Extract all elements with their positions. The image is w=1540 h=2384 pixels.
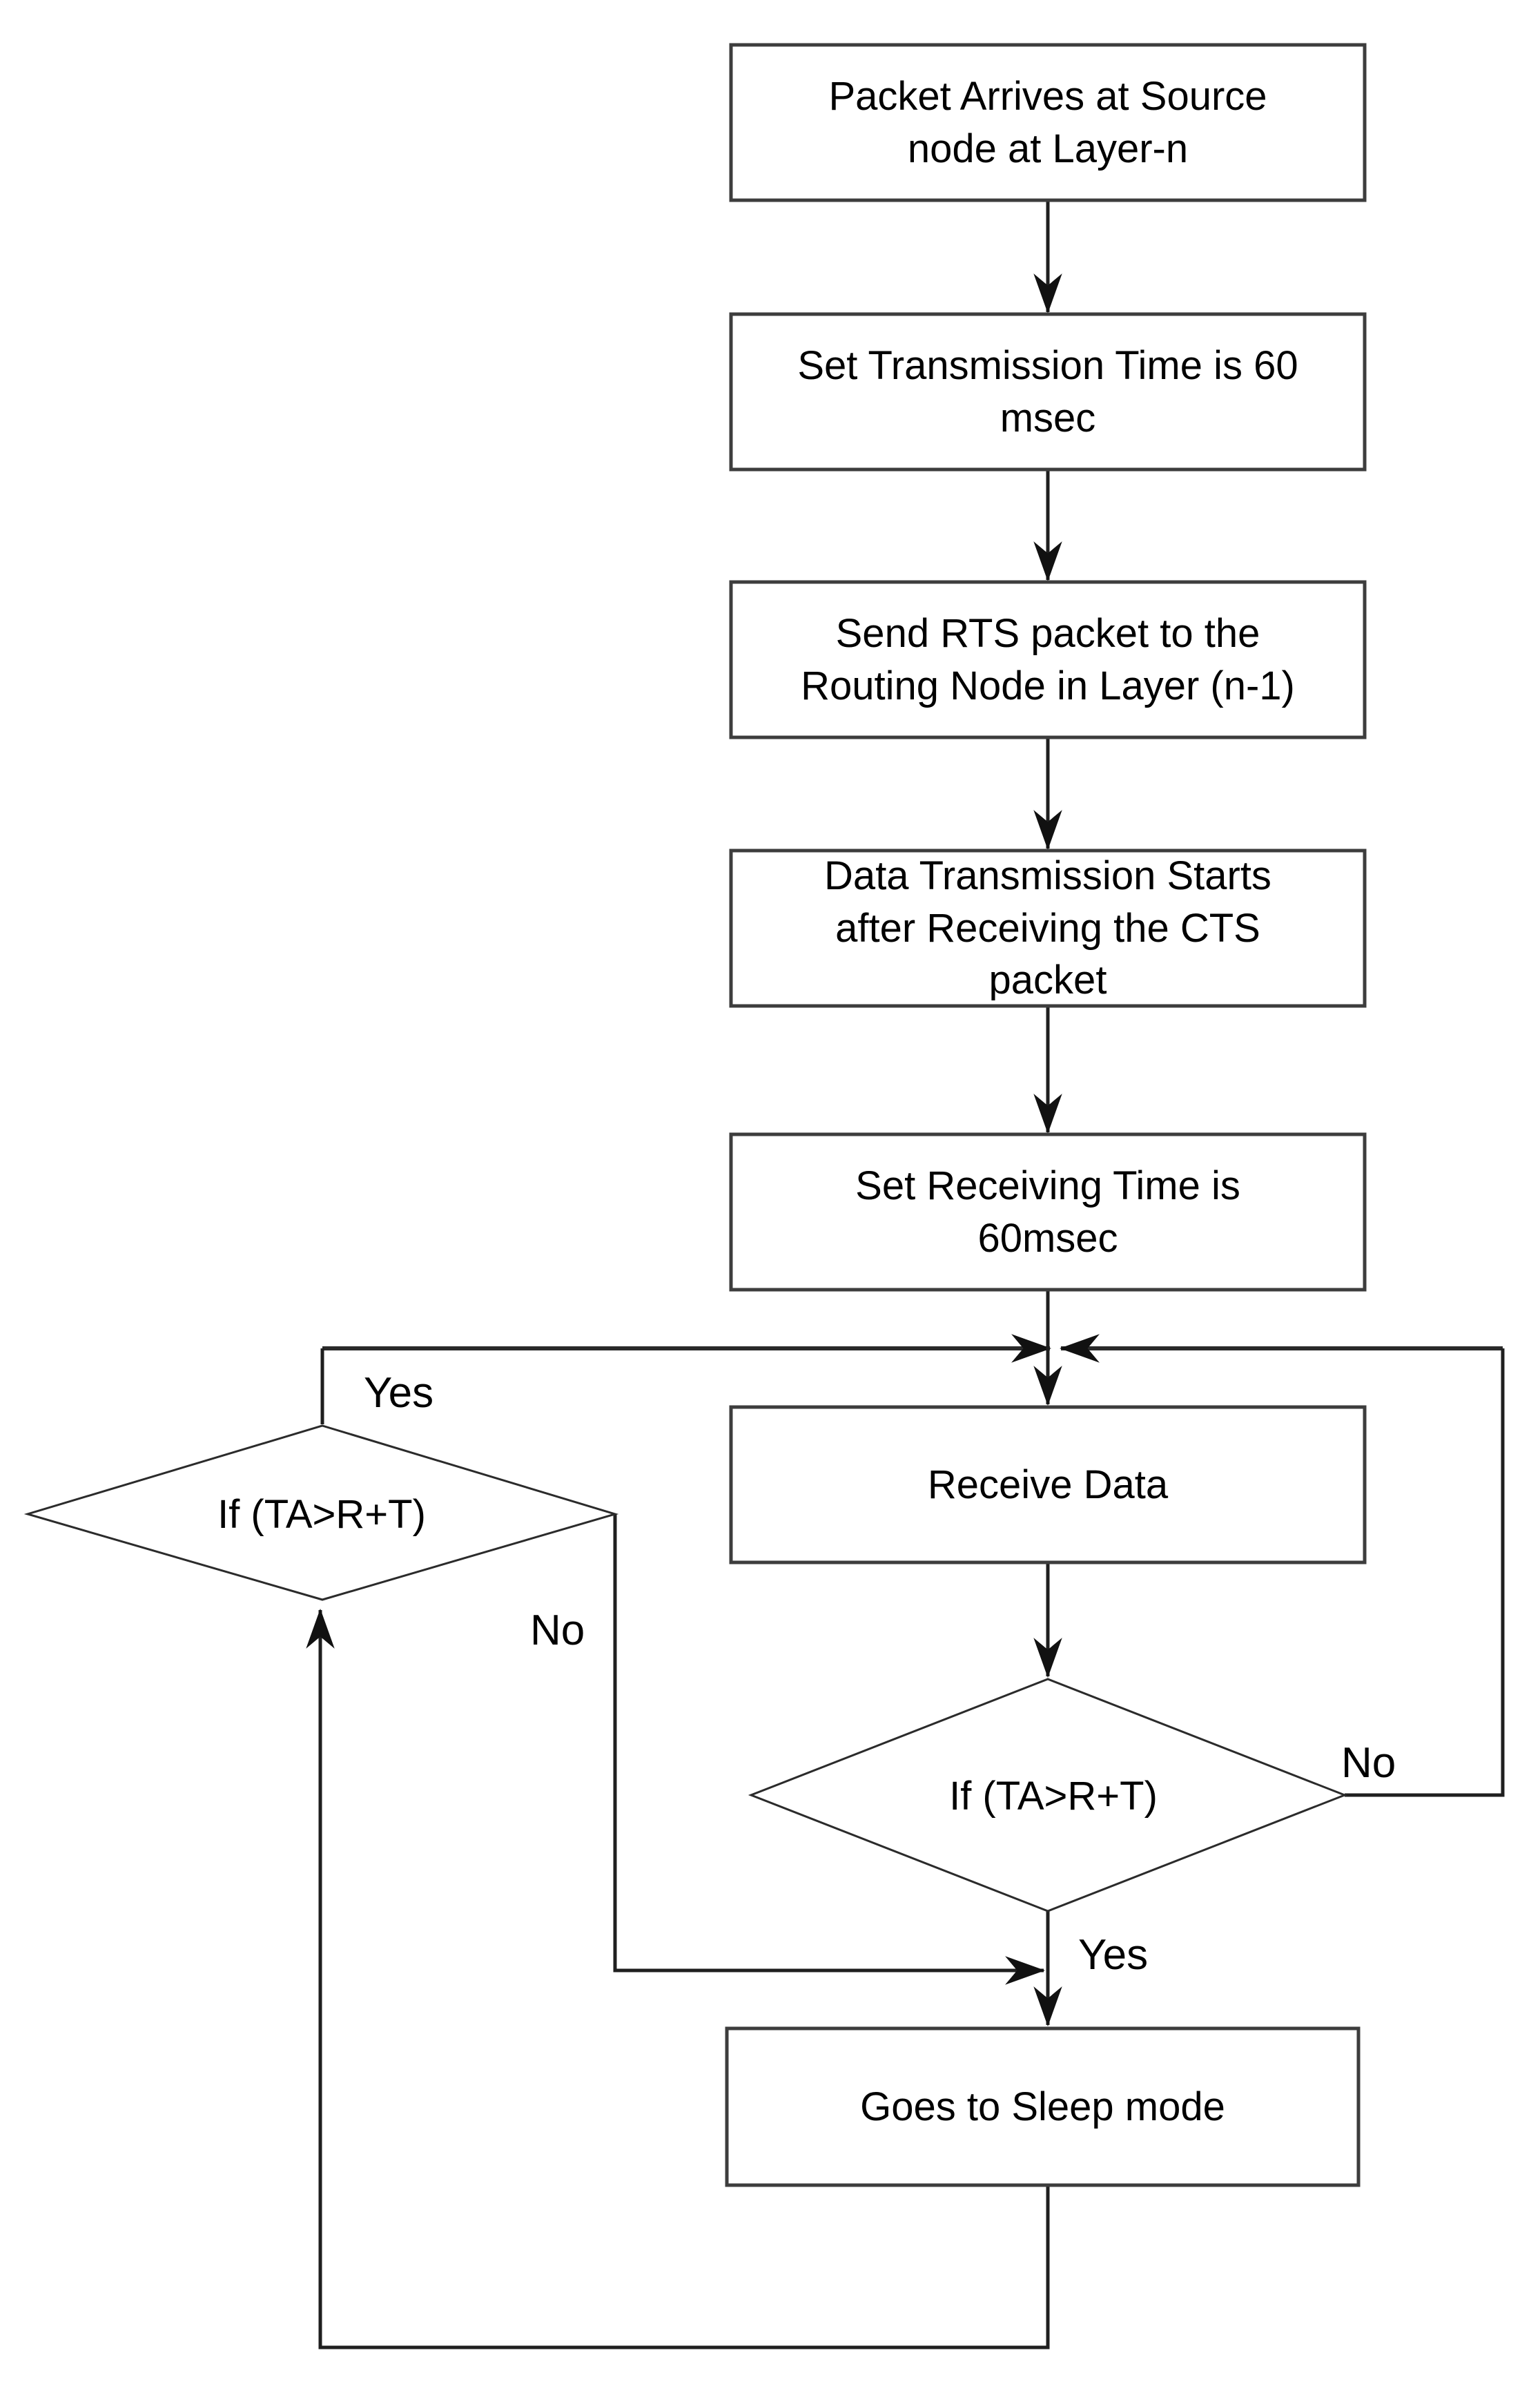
label-container-goes-to-sleep: Goes to Sleep mode xyxy=(860,2084,1225,2129)
box-label-set-transmission-time: Set Transmission Time is 60 msec xyxy=(797,343,1298,440)
label-container-set-receiving-time: Set Receiving Time is 60msec xyxy=(855,1163,1240,1261)
label-container-receive-data: Receive Data xyxy=(927,1462,1169,1507)
label-container-data-transmission-starts: Data Transmission Starts after Receiving… xyxy=(824,856,1271,1000)
process-box-set-receiving-time xyxy=(729,1132,1367,1292)
edge-label-left-no: No xyxy=(530,1607,585,1654)
edge-label-left-yes: Yes xyxy=(364,1369,433,1417)
decision-diamond-right xyxy=(748,1678,1348,1912)
process-box-data-transmission-starts xyxy=(729,849,1367,1008)
process-box-packet-arrives xyxy=(729,43,1367,202)
label-container-set-transmission-time: Set Transmission Time is 60 msec xyxy=(797,343,1298,440)
box-label-receive-data: Receive Data xyxy=(927,1462,1169,1507)
process-box-send-rts xyxy=(729,580,1367,739)
decision-diamond-left xyxy=(23,1424,619,1601)
box-label-set-receiving-time: Set Receiving Time is 60msec xyxy=(855,1163,1240,1261)
process-box-receive-data xyxy=(729,1405,1367,1564)
process-box-goes-to-sleep xyxy=(725,2026,1361,2187)
connector-rightdecision-no-return-line xyxy=(1345,1348,1505,1797)
process-box-set-transmission-time xyxy=(729,312,1367,472)
box-label-data-transmission-starts: Data Transmission Starts after Receiving… xyxy=(824,856,1271,1000)
connector-arrow-leftdecision-no-to-sleep xyxy=(613,1514,1046,1985)
decision-label-right: If (TA>R+T) xyxy=(949,1774,1158,1819)
box-label-send-rts: Send RTS packet to the Routing Node in L… xyxy=(801,611,1295,708)
label-container-packet-arrives: Packet Arrives at Source node at Layer-n xyxy=(828,74,1267,171)
box-label-packet-arrives: Packet Arrives at Source node at Layer-n xyxy=(828,74,1267,171)
box-label-goes-to-sleep: Goes to Sleep mode xyxy=(860,2084,1225,2129)
connector-arrow-sleep-loop-to-leftdecision xyxy=(306,1608,1050,2349)
edge-label-right-yes: Yes xyxy=(1078,1931,1148,1979)
label-container-send-rts: Send RTS packet to the Routing Node in L… xyxy=(801,611,1295,708)
edge-label-right-no: No xyxy=(1341,1739,1396,1787)
decision-label-left: If (TA>R+T) xyxy=(217,1492,426,1537)
